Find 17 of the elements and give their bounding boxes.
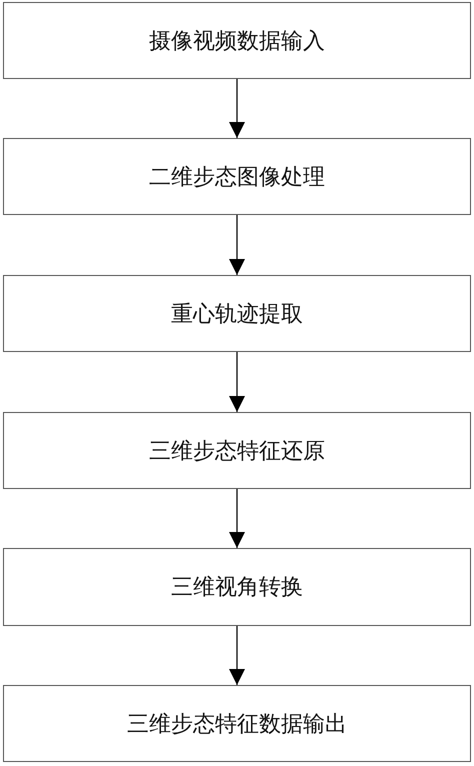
arrow xyxy=(229,489,245,548)
process-box xyxy=(3,685,471,762)
arrow xyxy=(229,79,245,138)
step-text: 三维视角转换 xyxy=(171,573,303,601)
process-box xyxy=(3,138,471,215)
process-box xyxy=(3,412,471,489)
process-box xyxy=(3,548,471,626)
step-text: 重心轨迹提取 xyxy=(171,300,303,328)
process-box xyxy=(3,275,471,352)
arrow xyxy=(229,626,245,685)
step-text: 三维步态特征数据输出 xyxy=(127,710,347,738)
arrow xyxy=(229,352,245,412)
step-text: 二维步态图像处理 xyxy=(149,162,325,190)
step-text: 三维步态特征还原 xyxy=(149,436,325,464)
step-text: 摄像视频数据输入 xyxy=(149,26,325,54)
arrow xyxy=(229,215,245,275)
process-box xyxy=(3,2,471,79)
